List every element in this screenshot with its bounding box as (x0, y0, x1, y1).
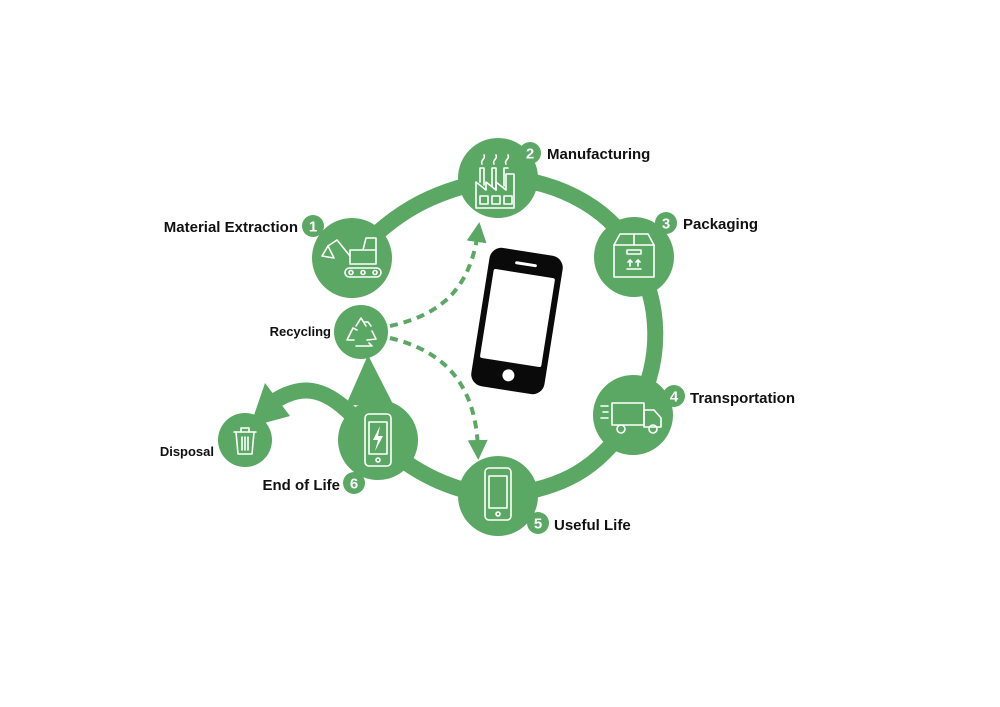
stage-label-material-extraction: Material Extraction (164, 219, 298, 236)
stage-number-1: 1 (309, 219, 317, 236)
recycle-arrow-to-manufacturing (389, 222, 487, 328)
factory-icon (475, 154, 515, 209)
stage-transportation: 4 Transportation (593, 375, 795, 455)
disposal-arrowhead (250, 383, 290, 427)
stage-material-extraction: 1 Material Extraction (164, 215, 392, 298)
recycling-label: Recycling (270, 324, 331, 339)
disposal-label: Disposal (160, 444, 214, 459)
smartphone-icon (484, 467, 512, 521)
recycle-icon (346, 317, 377, 347)
stage-end-of-life: 6 End of Life (263, 400, 418, 494)
stage-label-end-of-life: End of Life (263, 477, 341, 494)
recycling-arrowhead (346, 355, 394, 406)
stage-label-manufacturing: Manufacturing (547, 146, 650, 163)
truck-icon (600, 402, 662, 434)
recycle-arrow-to-useful-life (389, 336, 488, 460)
stage-label-packaging: Packaging (683, 216, 758, 233)
disposal-node: Disposal (160, 413, 272, 467)
box-icon (613, 233, 655, 278)
stage-number-3: 3 (662, 216, 670, 233)
excavator-icon (321, 237, 382, 278)
stage-useful-life: 5 Useful Life (458, 456, 631, 536)
stage-label-useful-life: Useful Life (554, 517, 631, 534)
stage-number-4: 4 (670, 389, 679, 406)
center-smartphone-icon (471, 247, 563, 395)
stage-number-5: 5 (534, 516, 542, 533)
trash-icon (233, 427, 257, 455)
stage-manufacturing: 2 Manufacturing (458, 138, 650, 218)
stage-packaging: 3 Packaging (594, 212, 758, 297)
stage-label-transportation: Transportation (690, 390, 795, 407)
stage-number-6: 6 (350, 476, 358, 493)
stage-number-2: 2 (526, 146, 534, 163)
recycling-node: Recycling (270, 305, 388, 359)
charging-phone-icon (364, 413, 392, 467)
